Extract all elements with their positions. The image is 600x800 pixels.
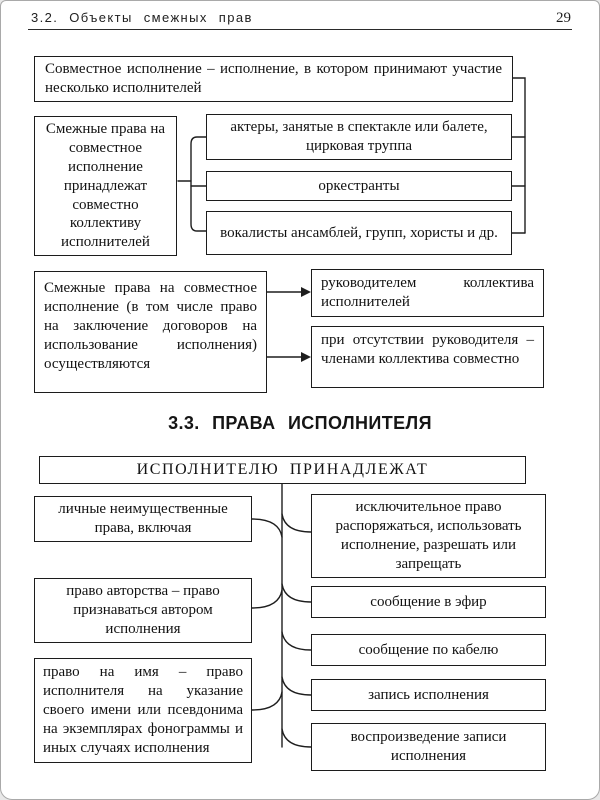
arrowhead-icon	[301, 287, 311, 297]
arrowhead-icon	[301, 352, 311, 362]
exclusive-right-box: исключительное право распоряжаться, испо…	[311, 494, 546, 578]
page-number: 29	[556, 10, 571, 26]
authorship-right-box: право авторства – право признаваться авт…	[34, 578, 252, 643]
section-title: 3.3. ПРАВА ИСПОЛНИТЕЛЯ	[168, 413, 432, 433]
collective-rights-box: Смежные права на совместное исполнение п…	[34, 116, 177, 257]
no-leader-box: при отсутствии руководителя – членами ко…	[311, 326, 544, 388]
right-bracket-connector	[511, 77, 526, 234]
personal-rights-box: личные неимущественные права, включая	[34, 496, 252, 542]
arrow-connector	[266, 287, 311, 362]
rights-exercised-box: Смежные права на совместное исполнение (…	[34, 271, 267, 393]
performers-vocalists-box: вокалисты ансамблей, групп, хористы и др…	[206, 211, 512, 255]
performer-owns-header-box: ИСПОЛНИТЕЛЮ ПРИНАДЛЕЖАТ	[39, 456, 526, 485]
reproduction-box: воспроизведение записи исполнения	[311, 723, 546, 771]
chapter-title: 3.2. Объекты смежных прав	[31, 10, 253, 25]
broadcast-box: сообщение в эфир	[311, 586, 546, 618]
joint-performance-definition-box: Совместное исполнение – исполнение, в ко…	[34, 56, 513, 102]
performers-orchestra-box: оркестранты	[206, 171, 512, 201]
running-head: 3.2. Объекты смежных прав 29	[31, 10, 571, 27]
tree-connector	[251, 483, 312, 748]
recording-box: запись исполнения	[311, 679, 546, 711]
leader-box: руководителем коллектива исполнителей	[311, 269, 544, 317]
left-brace-connector	[177, 136, 207, 232]
name-right-box: право на имя – право исполнителя на указ…	[34, 658, 252, 763]
cable-box: сообщение по кабелю	[311, 634, 546, 666]
header-rule	[28, 29, 572, 30]
performers-actors-box: актеры, занятые в спектакле или балете, …	[206, 114, 512, 160]
